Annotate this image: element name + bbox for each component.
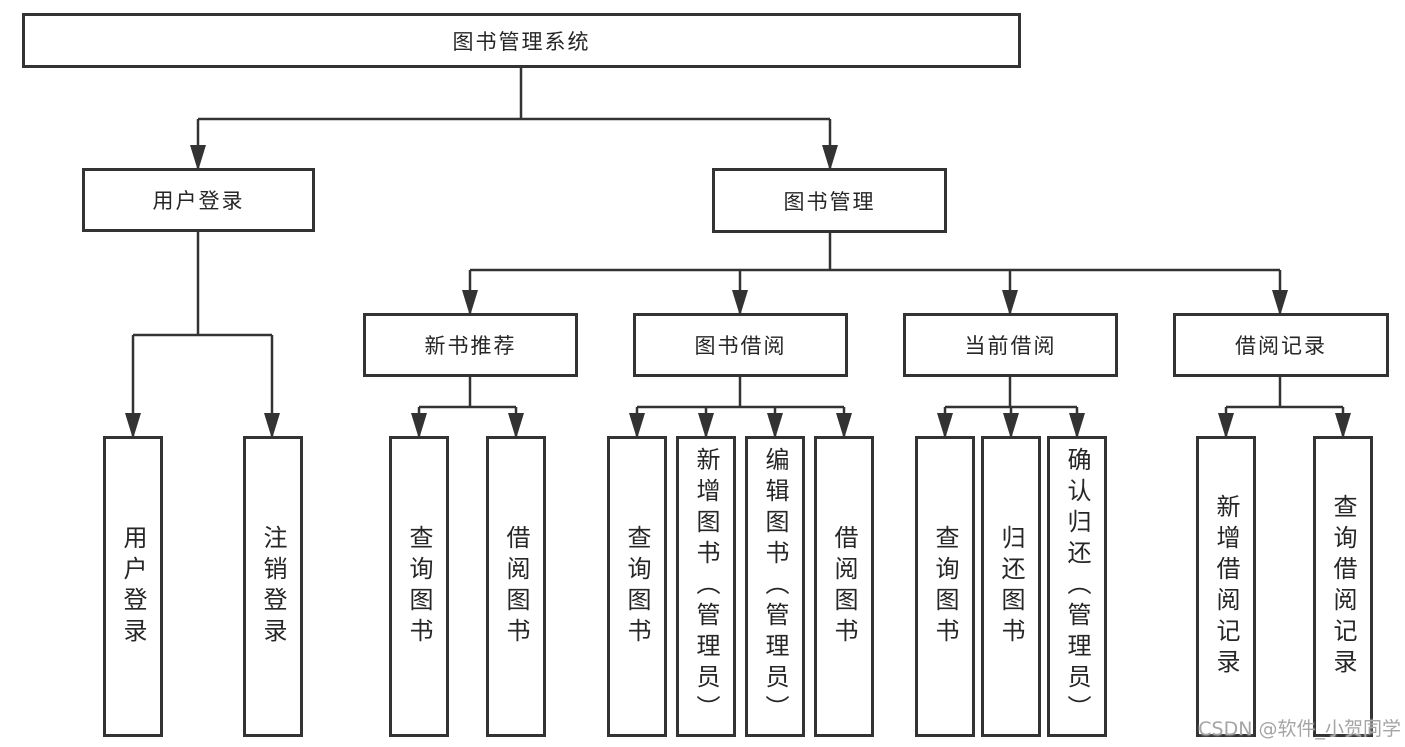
leaf-edit-books-admin-label: 编辑图书（管理员） xyxy=(761,447,789,726)
leaf-add-borrow-record-label: 新增借阅记录 xyxy=(1212,493,1240,680)
leaf-user-login: 用户登录 xyxy=(103,436,163,737)
node-user-login-module: 用户登录 xyxy=(82,168,315,232)
leaf-add-books-admin-label: 新增图书（管理员） xyxy=(692,447,720,726)
leaf-edit-books-admin: 编辑图书（管理员） xyxy=(745,436,805,737)
leaf-query-books-current: 查询图书 xyxy=(915,436,975,737)
leaf-borrow-books: 借阅图书 xyxy=(814,436,874,737)
leaf-query-books-recommend-label: 查询图书 xyxy=(405,524,433,649)
node-borrowing-records-label: 借阅记录 xyxy=(1235,334,1327,358)
arrowhead-icons xyxy=(125,145,1351,439)
node-root-system: 图书管理系统 xyxy=(22,13,1021,68)
node-current-borrowing: 当前借阅 xyxy=(903,313,1118,377)
connector-lines xyxy=(131,68,1345,436)
leaf-query-borrow-record-label: 查询借阅记录 xyxy=(1329,493,1357,680)
leaf-add-borrow-record: 新增借阅记录 xyxy=(1196,436,1256,737)
leaf-borrow-books-label: 借阅图书 xyxy=(830,524,858,649)
leaf-return-books: 归还图书 xyxy=(981,436,1041,737)
leaf-return-books-label: 归还图书 xyxy=(997,524,1025,649)
leaf-borrow-books-recommend-label: 借阅图书 xyxy=(502,524,530,649)
leaf-query-borrow-record: 查询借阅记录 xyxy=(1313,436,1373,737)
node-new-book-recommendation: 新书推荐 xyxy=(363,313,578,377)
node-book-management-module-label: 图书管理 xyxy=(783,189,876,214)
node-current-borrowing-label: 当前借阅 xyxy=(964,334,1057,358)
leaf-query-books-recommend: 查询图书 xyxy=(389,436,449,737)
node-user-login-module-label: 用户登录 xyxy=(152,189,245,213)
node-book-borrowing: 图书借阅 xyxy=(633,313,848,377)
node-root-system-label: 图书管理系统 xyxy=(452,29,591,54)
leaf-logout: 注销登录 xyxy=(243,436,303,737)
leaf-add-books-admin: 新增图书（管理员） xyxy=(676,436,736,737)
node-new-book-recommendation-label: 新书推荐 xyxy=(424,334,517,358)
leaf-confirm-return-admin-label: 确认归还（管理员） xyxy=(1063,447,1091,726)
csdn-watermark: CSDN @软件_小贺同学 xyxy=(1198,718,1401,740)
leaf-user-login-label: 用户登录 xyxy=(119,524,147,649)
leaf-query-books-borrowing-label: 查询图书 xyxy=(623,524,651,649)
node-borrowing-records: 借阅记录 xyxy=(1173,313,1389,377)
leaf-query-books-borrowing: 查询图书 xyxy=(607,436,667,737)
node-book-management-module: 图书管理 xyxy=(712,168,947,233)
node-book-borrowing-label: 图书借阅 xyxy=(694,334,787,358)
leaf-confirm-return-admin: 确认归还（管理员） xyxy=(1047,436,1107,737)
leaf-borrow-books-recommend: 借阅图书 xyxy=(486,436,546,737)
leaf-logout-label: 注销登录 xyxy=(259,524,287,649)
leaf-query-books-current-label: 查询图书 xyxy=(931,524,959,649)
